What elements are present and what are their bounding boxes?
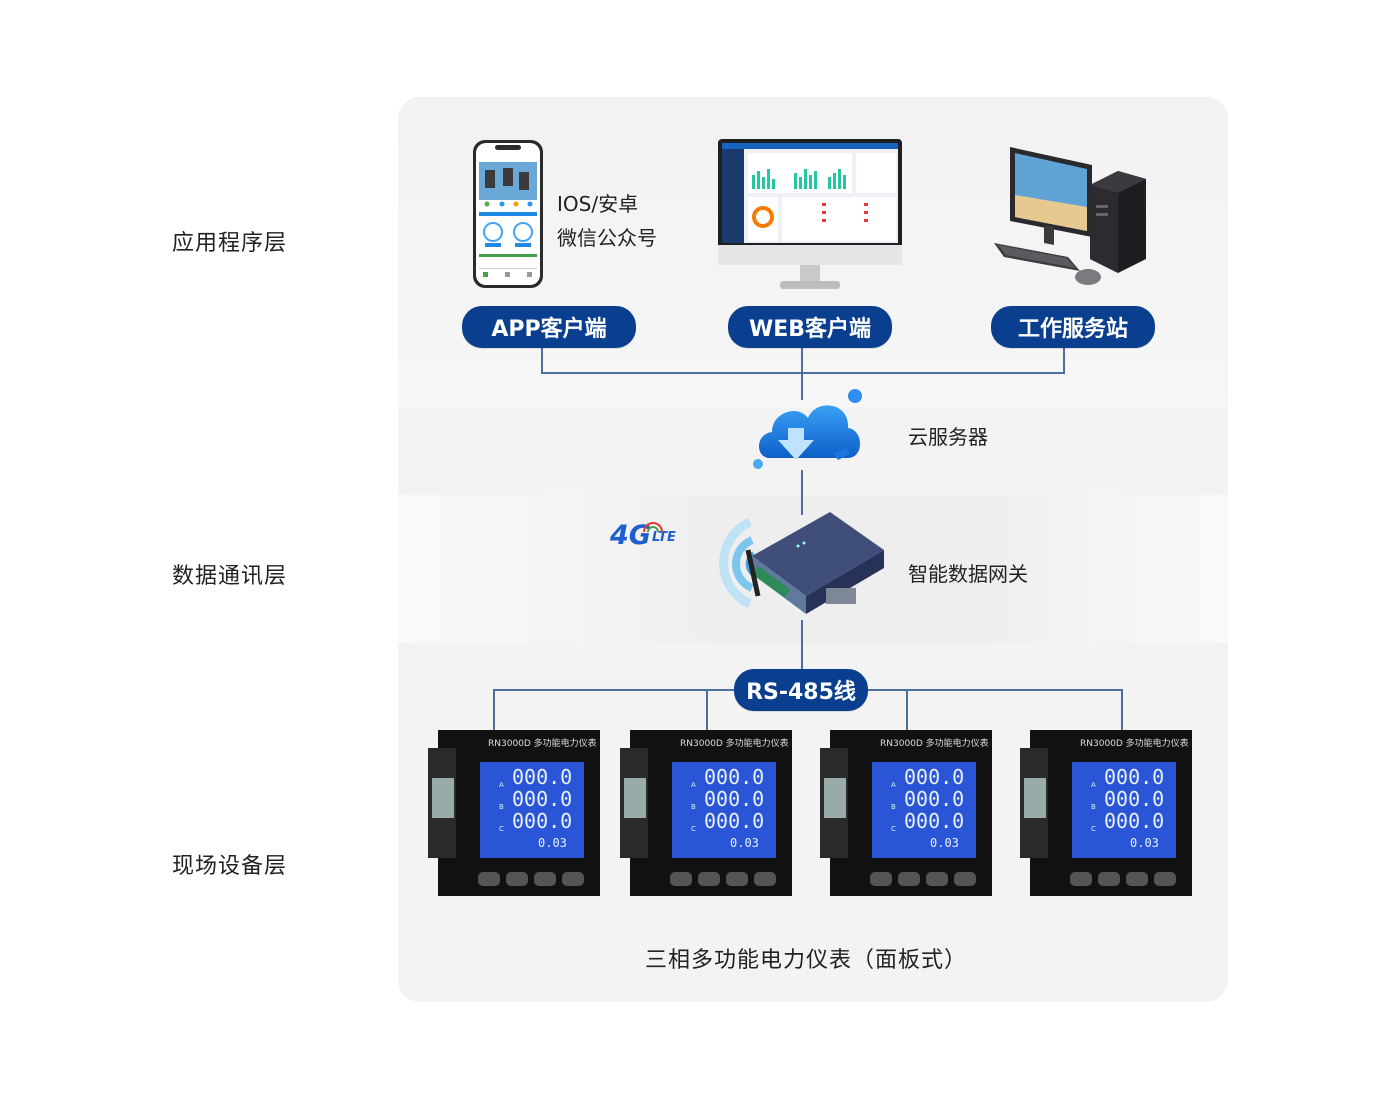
- meter-model: RN3000D 多功能电力仪表: [880, 739, 989, 749]
- connector-line: [541, 372, 1065, 374]
- power-meter-2: RN3000D 多功能电力仪表 000.0 000.0 000.0 0.03 A…: [620, 728, 795, 898]
- phase-a-label: A: [1091, 781, 1096, 789]
- meter-reading-a: 000.0: [904, 765, 965, 789]
- power-meter-1: RN3000D 多功能电力仪表 000.0 000.0 000.0 0.03 A…: [428, 728, 603, 898]
- meter-reading-d: 0.03: [930, 836, 959, 850]
- phase-b-label: B: [891, 803, 896, 811]
- phase-c-label: C: [499, 825, 504, 833]
- 4g-text: 4G: [610, 520, 651, 551]
- phase-a-label: A: [891, 781, 896, 789]
- layer-label-application: 应用程序层: [172, 231, 288, 256]
- 4g-lte-badge: 4G LTE: [610, 518, 690, 554]
- cloud-server-label: 云服务器: [908, 425, 988, 449]
- app-client-label: APP客户端: [491, 317, 607, 342]
- meter-reading-d: 0.03: [538, 836, 567, 850]
- smartphone-image: [473, 140, 543, 288]
- meter-model: RN3000D 多功能电力仪表: [488, 739, 597, 749]
- phase-a-label: A: [499, 781, 504, 789]
- app-client-pill: APP客户端: [462, 306, 636, 348]
- power-meter-4: RN3000D 多功能电力仪表 000.0 000.0 000.0 0.03 A…: [1020, 728, 1195, 898]
- connector-line: [906, 689, 908, 731]
- meter-reading-c: 000.0: [904, 809, 965, 833]
- power-meter-3: RN3000D 多功能电力仪表 000.0 000.0 000.0 0.03 A…: [820, 728, 995, 898]
- meter-reading-a: 000.0: [1104, 765, 1165, 789]
- lte-text: LTE: [652, 530, 676, 545]
- signal-icon: [643, 522, 663, 533]
- connector-line: [706, 689, 708, 731]
- gateway-label: 智能数据网关: [908, 562, 1028, 586]
- meter-model: RN3000D 多功能电力仪表: [680, 739, 789, 749]
- rs485-pill: RS-485线: [734, 669, 868, 711]
- layer-label-field: 现场设备层: [172, 854, 288, 879]
- connector-line: [801, 345, 803, 400]
- workstation-pill: 工作服务站: [991, 306, 1155, 348]
- gateway-device-image: [738, 510, 888, 625]
- rs485-label: RS-485线: [746, 680, 856, 705]
- meters-caption: 三相多功能电力仪表（面板式）: [645, 948, 968, 973]
- phase-b-label: B: [1091, 803, 1096, 811]
- meter-reading-b: 000.0: [1104, 787, 1165, 811]
- phase-b-label: B: [691, 803, 696, 811]
- web-client-label: WEB客户端: [748, 317, 872, 342]
- cloud-server-icon: [750, 388, 870, 476]
- phase-c-label: C: [691, 825, 696, 833]
- phase-c-label: C: [1091, 825, 1096, 833]
- connector-line: [541, 345, 543, 373]
- meter-reading-c: 000.0: [1104, 809, 1165, 833]
- phase-b-label: B: [499, 803, 504, 811]
- meter-reading-c: 000.0: [704, 809, 765, 833]
- desktop-computer-image: [988, 145, 1148, 290]
- meter-reading-c: 000.0: [512, 809, 573, 833]
- connector-line: [801, 620, 803, 670]
- meter-reading-d: 0.03: [730, 836, 759, 850]
- meter-model: RN3000D 多功能电力仪表: [1080, 739, 1189, 749]
- connector-line: [1063, 345, 1065, 373]
- layer-label-communication: 数据通讯层: [172, 564, 288, 589]
- meter-reading-d: 0.03: [1130, 836, 1159, 850]
- phase-a-label: A: [691, 781, 696, 789]
- workstation-label: 工作服务站: [1017, 317, 1128, 342]
- app-platforms-line1: IOS/安卓: [557, 192, 639, 216]
- monitor-image: [718, 139, 902, 291]
- meter-reading-b: 000.0: [512, 787, 573, 811]
- connector-line: [493, 689, 495, 731]
- phase-c-label: C: [891, 825, 896, 833]
- meter-reading-b: 000.0: [704, 787, 765, 811]
- meter-reading-a: 000.0: [512, 765, 573, 789]
- connector-line: [1121, 689, 1123, 731]
- web-client-pill: WEB客户端: [728, 306, 892, 348]
- meter-reading-a: 000.0: [704, 765, 765, 789]
- connector-line: [801, 470, 803, 515]
- app-platforms-line2: 微信公众号: [557, 226, 657, 250]
- meter-reading-b: 000.0: [904, 787, 965, 811]
